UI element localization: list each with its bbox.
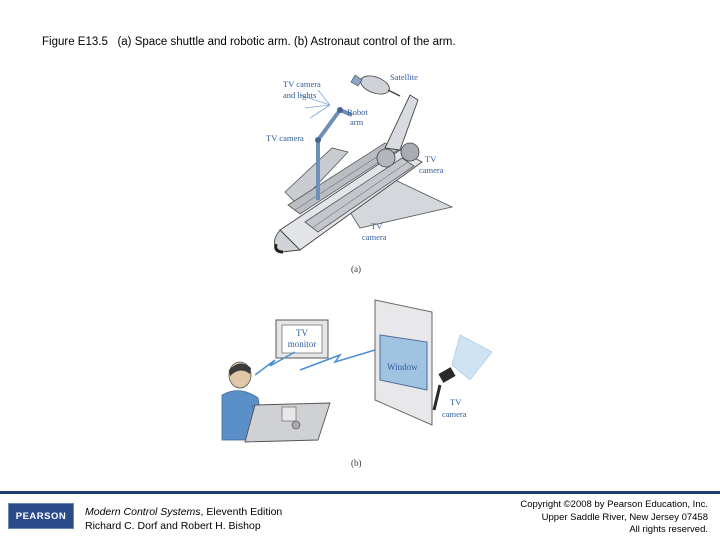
- figure-illustration: TV camera and lights Satellite Robot arm…: [221, 72, 493, 468]
- satellite: [350, 74, 401, 97]
- tv-monitor-labels: TV monitor: [288, 328, 317, 349]
- figure-number: Figure E13.5: [42, 36, 108, 48]
- robot-arm: [315, 107, 353, 200]
- footer-divider: [0, 491, 720, 494]
- panel-a-labels: TV camera and lights Satellite Robot arm…: [266, 72, 444, 242]
- copyright-line-3: All rights reserved.: [629, 524, 708, 535]
- book-title: Modern Control Systems: [85, 506, 201, 518]
- shuttle-wall: [374, 299, 433, 426]
- label-tv-monitor-2: monitor: [288, 339, 317, 349]
- signal-zigzag-right: [299, 349, 376, 371]
- label-window: Window: [387, 362, 418, 372]
- figure-caption: Figure E13.5 (a) Space shuttle and robot…: [42, 36, 456, 48]
- copyright-notice: Copyright ©2008 by Pearson Education, In…: [520, 499, 708, 537]
- control-console: [244, 402, 331, 443]
- signal-zigzag-left: [254, 351, 296, 376]
- label-tv-camera-lights-1: TV camera: [283, 79, 321, 89]
- window: [379, 334, 428, 391]
- caption-text: (a) Space shuttle and robotic arm. (b) A…: [117, 36, 456, 48]
- label-robot-arm-1: Robot: [347, 107, 368, 117]
- tv-camera: [432, 367, 456, 411]
- label-tv-camera-bottom-1: TV: [371, 221, 383, 231]
- copyright-line-1: Copyright ©2008 by Pearson Education, In…: [520, 499, 708, 510]
- tv-monitor: [275, 319, 329, 359]
- panel-b-label: (b): [351, 458, 362, 468]
- book-info: Modern Control Systems, Eleventh Edition…: [85, 505, 282, 533]
- space-shuttle: [274, 94, 454, 254]
- camera-light-rays: [299, 89, 331, 119]
- publisher-logo: PEARSON: [8, 503, 74, 529]
- label-tv-camera-bottom-2: camera: [362, 232, 387, 242]
- label-tv-camera-left: TV camera: [266, 133, 304, 143]
- book-edition: , Eleventh Edition: [200, 506, 283, 518]
- label-tv-camera-right-1: TV: [425, 154, 437, 164]
- camera-view-cone: [451, 334, 493, 381]
- book-authors: Richard C. Dorf and Robert H. Bishop: [85, 520, 261, 532]
- label-satellite: Satellite: [390, 72, 418, 82]
- panel-a-label: (a): [351, 264, 361, 274]
- label-tv-camera-right-2: camera: [419, 165, 444, 175]
- label-robot-arm-2: arm: [350, 117, 364, 127]
- label-tv-monitor-1: TV: [296, 328, 308, 338]
- label-tv-camera-lights-2: and lights: [283, 90, 316, 100]
- tv-camera-labels: TV camera: [442, 397, 467, 419]
- label-tv-camera-1: TV: [450, 397, 462, 407]
- copyright-line-2: Upper Saddle River, New Jersey 07458: [541, 511, 708, 523]
- label-tv-camera-2: camera: [442, 409, 467, 419]
